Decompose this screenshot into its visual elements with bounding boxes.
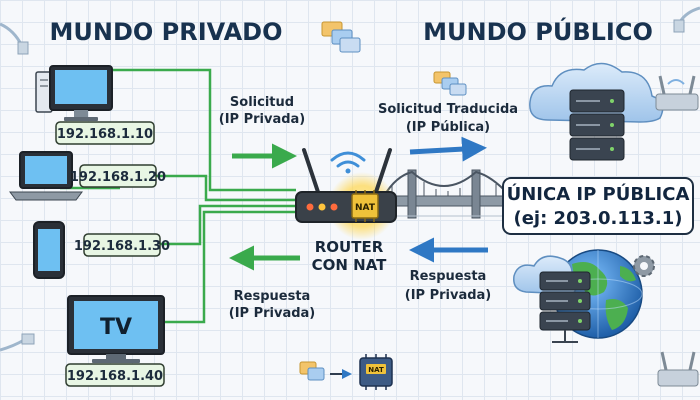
folder-icon xyxy=(433,71,467,96)
translated-request-label-line2: (IP Pública) xyxy=(406,120,490,135)
mini-chip-label: NAT xyxy=(368,366,384,374)
folder-icon xyxy=(321,21,361,53)
desktop-ip: 192.168.1.10 xyxy=(57,127,153,142)
tv-ip: 192.168.1.40 xyxy=(67,369,163,384)
translated-request-arrow xyxy=(409,136,487,162)
private-wires xyxy=(60,68,296,324)
server-rack-icon xyxy=(539,271,591,343)
response-public-label-line1: Respuesta xyxy=(410,269,487,284)
request-label-line2: (IP Privada) xyxy=(219,112,306,127)
public-ip-line1: ÚNICA IP PÚBLICA xyxy=(507,183,690,205)
bridge-icon xyxy=(383,169,511,219)
public-ip-box xyxy=(502,177,694,235)
router-label-line1: ROUTER xyxy=(315,238,384,256)
laptop-ip: 192.168.1.20 xyxy=(70,170,166,185)
folder-icon xyxy=(299,361,325,381)
tv-icon xyxy=(67,295,165,363)
nat-chip-icon xyxy=(359,354,393,390)
gear-icon xyxy=(633,255,655,277)
request-label-line1: Solicitud xyxy=(230,95,294,110)
router-chip-label: NAT xyxy=(355,203,376,213)
server-rack-icon xyxy=(569,89,625,161)
router-label-line2: CON NAT xyxy=(312,256,388,274)
title-private-world: MUNDO PRIVADO xyxy=(50,18,283,46)
ethernet-cable-icon xyxy=(0,333,35,352)
ethernet-cable-icon xyxy=(673,6,700,33)
ethernet-cable-icon xyxy=(0,22,29,55)
translated-request-label-line1: Solicitud Traducida xyxy=(378,102,518,117)
ip-label-box xyxy=(79,164,157,188)
router-icon xyxy=(655,75,699,111)
ip-label-box xyxy=(65,363,165,387)
router-icon xyxy=(657,351,699,387)
response-private-label-line2: (IP Privada) xyxy=(229,306,316,321)
laptop-icon xyxy=(9,151,83,201)
response-private-label-line1: Respuesta xyxy=(234,289,311,304)
ip-label-box xyxy=(83,233,161,257)
title-public-world: MUNDO PÚBLICO xyxy=(423,16,653,46)
smartphone-ip: 192.168.1.30 xyxy=(74,239,170,254)
desktop-computer-icon xyxy=(35,65,113,121)
smartphone-icon xyxy=(33,221,65,279)
ip-label-box xyxy=(55,121,155,145)
public-ip-line2: (ej: 203.0.113.1) xyxy=(513,208,682,229)
wifi-signal-icon xyxy=(330,151,366,174)
response-public-label-line2: (IP Privada) xyxy=(405,288,492,303)
tv-screen-label: TV xyxy=(100,315,132,340)
nat-chip-icon xyxy=(351,190,379,222)
